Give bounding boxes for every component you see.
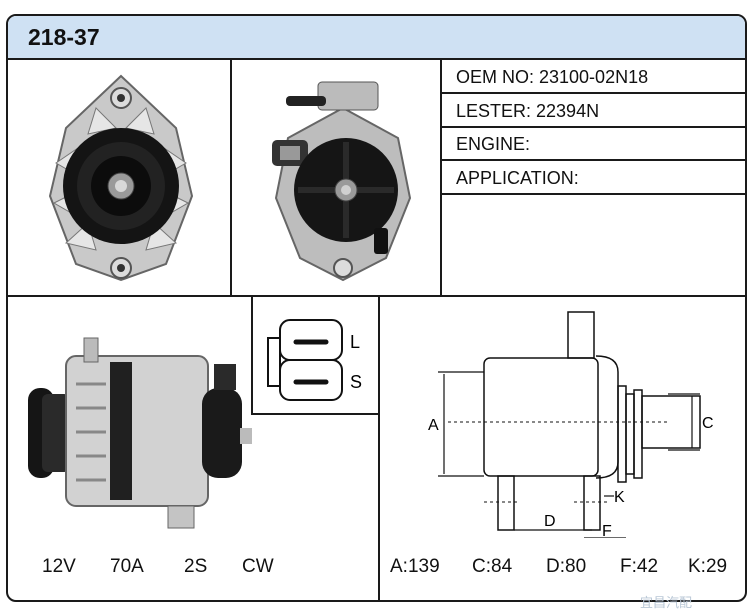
alternator-front-view <box>48 74 194 282</box>
dimension-d-label: D <box>544 513 556 530</box>
info-line-2 <box>440 126 745 128</box>
connector-diagram: L S <box>267 319 362 401</box>
spec-amperage: 70A <box>110 556 144 577</box>
top-divider-1 <box>230 58 232 295</box>
spec-dimension-d: D:80 <box>546 556 587 577</box>
oem-number: OEM NO: 23100-02N18 <box>456 67 649 87</box>
dimension-a-label: A <box>428 417 439 434</box>
dimension-f-label: F <box>602 523 612 538</box>
dimension-drawing: A C D F K <box>428 311 714 538</box>
spec-voltage: 12V <box>42 556 76 577</box>
dimension-k-label: K <box>614 489 625 506</box>
spec-dimension-c: C:84 <box>472 556 513 577</box>
spec-grooves: 2S <box>184 556 208 577</box>
lester-number: LESTER: 22394N <box>456 101 600 121</box>
part-number-title: 218-37 <box>28 24 100 50</box>
spec-dimension-k: K:29 <box>688 556 728 577</box>
info-line-4 <box>440 193 745 195</box>
watermark-text: 宜昌汽配 <box>640 595 693 610</box>
connector-pin-s: S <box>350 372 362 392</box>
connector-pin-l: L <box>350 332 360 352</box>
middle-divider <box>8 295 745 297</box>
alternator-rear-view <box>272 81 412 282</box>
bottom-divider <box>378 295 380 600</box>
spec-dimension-f: F:42 <box>620 556 659 577</box>
connector-box <box>251 295 378 415</box>
info-line-1 <box>440 92 745 94</box>
top-divider-2 <box>440 58 442 295</box>
application-field: APPLICATION: <box>456 168 579 188</box>
engine-field: ENGINE: <box>456 134 531 154</box>
title-bar: 218-37 <box>8 16 745 60</box>
spec-sheet: 218-37 OEM NO: 23100-02N18 LESTER: 22394… <box>6 14 747 602</box>
dimension-c-label: C <box>702 415 714 432</box>
alternator-side-view <box>28 337 252 529</box>
spec-rotation: CW <box>242 556 274 577</box>
info-line-3 <box>440 159 745 161</box>
spec-dimension-a: A:139 <box>390 556 440 577</box>
